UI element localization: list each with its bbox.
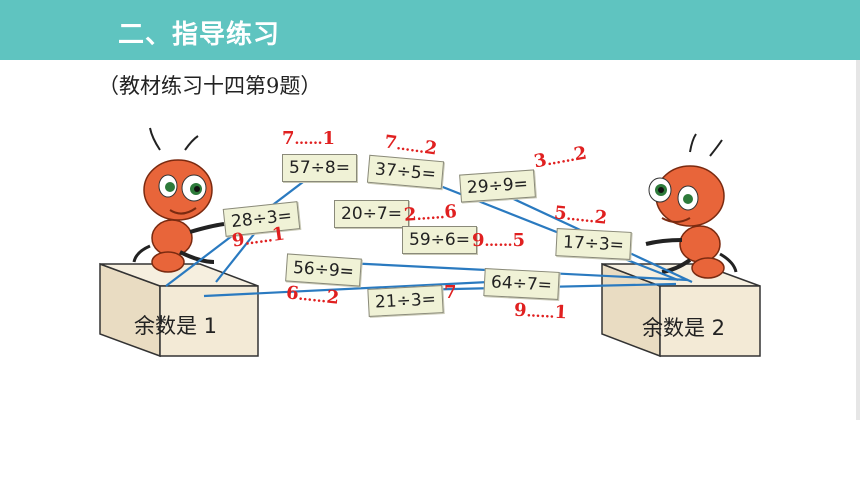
division-card-17[interactable]: 17÷3= — [555, 228, 632, 260]
answer-57: 7……1 — [282, 128, 336, 149]
division-card-56[interactable]: 56÷9= — [285, 253, 362, 287]
exercise-reference: （教材练习十四第9题） — [98, 74, 322, 98]
right-box-label: 余数是 2 — [642, 316, 726, 340]
left-box-label: 余数是 1 — [134, 314, 218, 338]
right-ant-illustration — [645, 133, 738, 279]
page-title: 二、指导练习 — [118, 20, 281, 50]
answer-21: 7 — [444, 282, 457, 303]
division-card-21[interactable]: 21÷3= — [367, 285, 444, 317]
division-card-64[interactable]: 64÷7= — [483, 268, 560, 300]
line-64-to-box1 — [203, 278, 531, 298]
division-card-20[interactable]: 20÷7= — [334, 200, 409, 228]
division-card-57[interactable]: 57÷8= — [282, 154, 357, 182]
division-card-29[interactable]: 29÷9= — [459, 169, 536, 203]
division-card-59[interactable]: 59÷6= — [402, 226, 477, 254]
header-bar: 二、指导练习 — [0, 0, 860, 60]
right-edge-rule — [856, 60, 860, 420]
answer-20: 2……6 — [403, 201, 458, 226]
left-ant-illustration — [132, 127, 225, 273]
answer-64: 9……1 — [513, 299, 568, 324]
answer-59: 9……5 — [472, 230, 526, 251]
